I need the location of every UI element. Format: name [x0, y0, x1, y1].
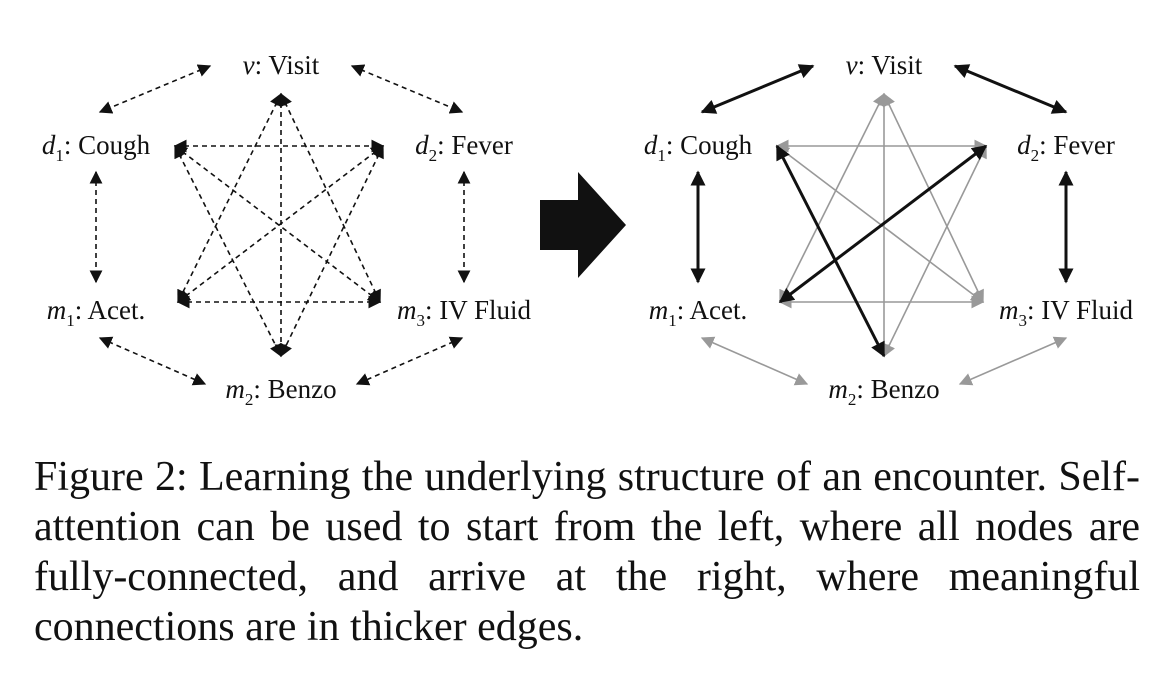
left-edge-d2-m2	[280, 144, 384, 358]
left-node-d1: d1: Cough	[42, 130, 151, 165]
right-node-m3: m3: IV Fluid	[999, 295, 1134, 330]
right-edge-v-d2	[953, 64, 1068, 114]
right-edge-v-d1	[700, 64, 815, 114]
right-node-m2: m2: Benzo	[828, 374, 939, 409]
right-arrow-icon	[540, 172, 626, 278]
right-edge-d1-m2	[775, 144, 886, 358]
left-edge-m1-m2	[98, 336, 207, 386]
right-node-d1: d1: Cough	[644, 130, 753, 165]
right-edge-m3-m2	[958, 336, 1068, 386]
right-edge-d2-m2	[883, 144, 987, 358]
right-edge-d1-m3	[775, 145, 985, 303]
left-node-m2: m2: Benzo	[225, 374, 336, 409]
left-edge-m3-m2	[355, 336, 464, 386]
right-edge-d2-m1	[778, 144, 988, 304]
left-edge-v-d2	[350, 64, 464, 114]
right-edge-v-m3	[883, 92, 984, 304]
left-edge-d1-m2	[174, 144, 282, 358]
right-node-d2: d2: Fever	[1017, 130, 1115, 165]
left-panel-fully-connected: v: Visit d1: Cough d2: Fever m1: Acet. m3: I…	[42, 50, 532, 409]
left-edge-v-m3	[280, 92, 381, 304]
right-panel-learned-structure: v: Visit d1: Cough d2: Fever m1: Acet. m3: I…	[644, 50, 1134, 409]
left-node-d2: d2: Fever	[415, 130, 513, 165]
left-edge-d1-m3	[173, 145, 382, 303]
figure-caption: Figure 2: Learning the underlying struct…	[34, 454, 1140, 650]
left-edge-v-d1	[98, 64, 212, 114]
left-edge-v-m1	[177, 92, 282, 304]
figure-diagram: v: Visit d1: Cough d2: Fever m1: Acet. m3: I…	[42, 50, 1134, 409]
left-node-m1: m1: Acet.	[47, 295, 145, 330]
right-edge-m1-m2	[700, 336, 809, 386]
right-edge-v-m1	[779, 92, 885, 304]
right-node-m1: m1: Acet.	[649, 295, 747, 330]
left-node-m3: m3: IV Fluid	[397, 295, 532, 330]
right-node-v: v: Visit	[846, 50, 923, 80]
left-node-v: v: Visit	[243, 50, 320, 80]
